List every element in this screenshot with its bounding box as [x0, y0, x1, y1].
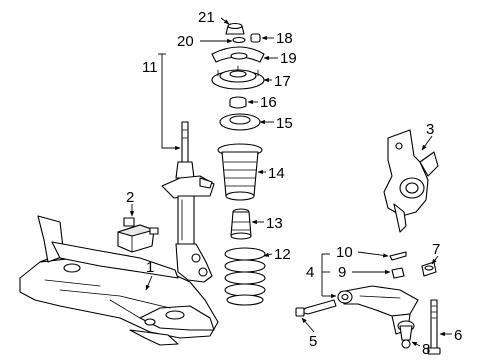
- callout-19: 19: [280, 50, 297, 67]
- callout-1: 1: [146, 259, 154, 276]
- callout-3: 3: [426, 121, 434, 138]
- callout-17: 17: [274, 73, 291, 90]
- callout-12: 12: [274, 246, 291, 263]
- bearing-16-part: [229, 99, 247, 109]
- callout-16: 16: [260, 94, 277, 111]
- crossmember-part: [19, 215, 219, 346]
- callout-20: 20: [177, 33, 194, 50]
- callout-11: 11: [142, 59, 158, 76]
- callout-15: 15: [276, 115, 293, 132]
- callout-4: 4: [306, 264, 314, 281]
- callout-5: 5: [309, 333, 317, 350]
- steering-knuckle-part: [383, 129, 439, 233]
- top-mount-stack: [211, 22, 265, 131]
- bracket-part: [117, 217, 159, 253]
- bump-stop-part: [230, 208, 252, 240]
- leader-lines: [129, 17, 452, 347]
- callout-6: 6: [454, 327, 462, 344]
- coil-spring-part: [224, 247, 266, 306]
- callout-13: 13: [266, 215, 283, 232]
- bolt-5-part: [295, 299, 337, 317]
- callout-21: 21: [198, 9, 215, 26]
- callout-7: 7: [432, 241, 440, 258]
- nut-9-part: [391, 267, 405, 279]
- bolt-6-part: [427, 299, 441, 355]
- callout-9: 9: [338, 264, 346, 281]
- nut-18-part: [250, 33, 261, 43]
- callout-8: 8: [422, 341, 430, 358]
- ball-joint-part: [397, 320, 415, 349]
- callout-2: 2: [126, 189, 134, 206]
- strut-assembly-part: [161, 121, 215, 283]
- washer-20-part: [232, 36, 246, 44]
- callout-18: 18: [276, 30, 293, 47]
- cotter-pin-part: [389, 251, 407, 261]
- nut-7-part: [421, 261, 437, 277]
- callout-labels: 21 18 20 19 17 16 15 11 3 14 2 13 7 10 1…: [126, 9, 462, 358]
- dust-boot-part: [217, 143, 263, 201]
- callout-14: 14: [268, 165, 285, 182]
- callout-10: 10: [336, 244, 353, 261]
